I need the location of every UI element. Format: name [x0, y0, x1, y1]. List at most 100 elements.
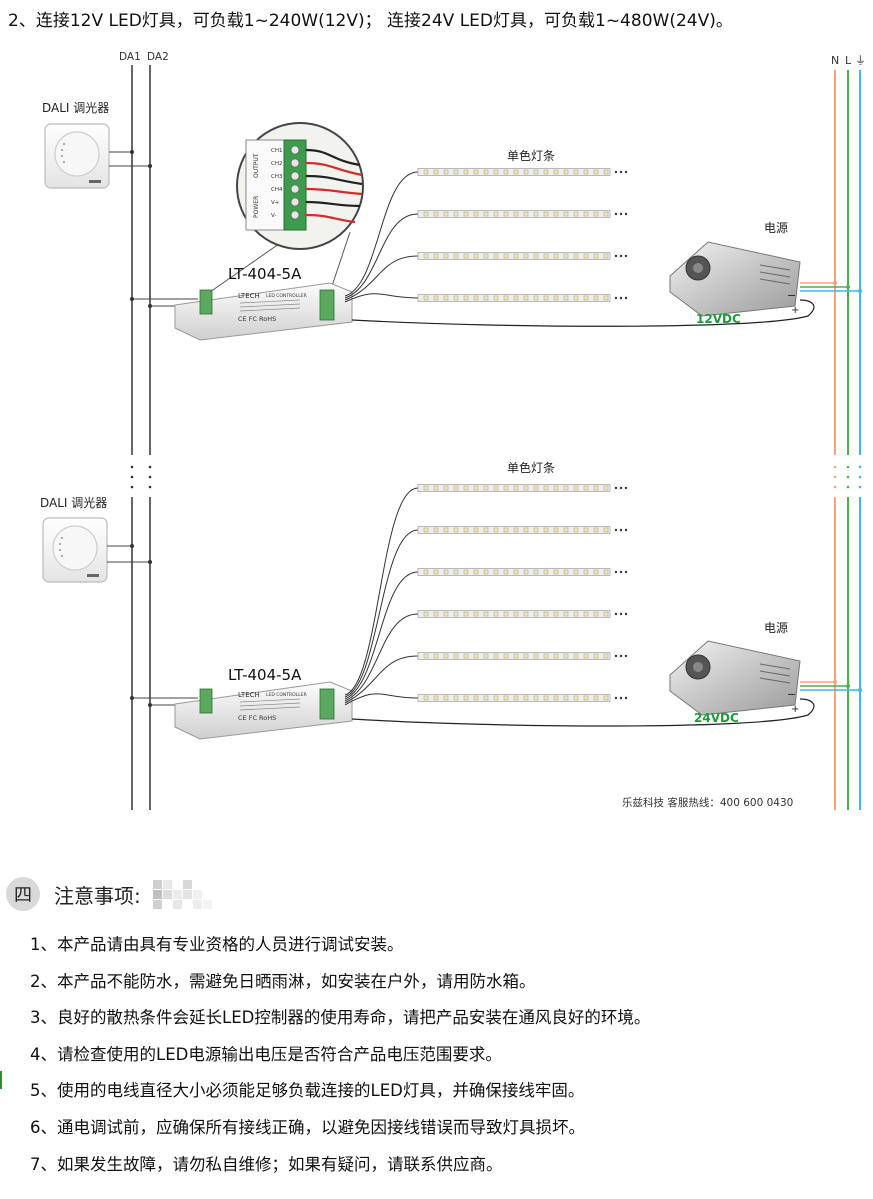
- dimmer-knob: [52, 525, 98, 571]
- led-chip: [583, 695, 589, 701]
- led-chip: [463, 653, 469, 659]
- strip-feed-wire: [344, 171, 419, 297]
- led-chip: [433, 295, 439, 301]
- led-chip: [433, 253, 439, 259]
- led-chip: [543, 527, 549, 533]
- led-chip: [533, 485, 539, 491]
- led-chip: [573, 485, 579, 491]
- led-chip: [493, 569, 499, 575]
- led-chip: [483, 169, 489, 175]
- led-chip: [503, 211, 509, 217]
- led-chip: [483, 569, 489, 575]
- led-chip: [423, 169, 429, 175]
- led-controller: LT-404-5A LTECH LED CONTROLLER CE FC RoH…: [130, 666, 353, 740]
- led-chip: [483, 527, 489, 533]
- led-chip: [603, 485, 609, 491]
- led-chip: [473, 611, 479, 617]
- controller-brand: LTECH: [238, 691, 260, 699]
- dimmer-label: DALI 调光器: [42, 101, 109, 115]
- power-supply: 电源 − + 12VDC: [351, 221, 862, 327]
- led-chip: [543, 295, 549, 301]
- continuation-dot: [624, 212, 628, 216]
- led-chip: [603, 253, 609, 259]
- led-chip: [473, 253, 479, 259]
- continuation-dot: [624, 486, 628, 490]
- led-chip: [533, 211, 539, 217]
- controller-model: LT-404-5A: [228, 265, 302, 283]
- led-chip: [593, 569, 599, 575]
- led-chip: [533, 169, 539, 175]
- led-chip: [453, 695, 459, 701]
- led-chip: [553, 253, 559, 259]
- continuation-dot: [619, 570, 623, 574]
- zoom-pin-label: CH1: [271, 148, 282, 154]
- led-chip: [563, 569, 569, 575]
- led-chip: [503, 485, 509, 491]
- led-chip: [533, 611, 539, 617]
- mains-break: [833, 465, 862, 489]
- led-chip: [423, 295, 429, 301]
- led-chip: [543, 211, 549, 217]
- continuation-dot: [614, 212, 618, 216]
- led-controller: LT-404-5A LTECH LED CONTROLLER CE FC RoH…: [130, 265, 353, 341]
- dali-dimmer: DALI 调光器: [42, 101, 152, 189]
- led-chip: [473, 485, 479, 491]
- led-chip: [573, 527, 579, 533]
- led-chip: [423, 695, 429, 701]
- zoom-pin-label: V-: [271, 213, 276, 219]
- led-chip: [443, 569, 449, 575]
- notice-item: 2、本产品不能防水，需避免日晒雨淋，如安装在户外，请用防水箱。: [30, 971, 536, 991]
- psu-minus: −: [787, 289, 796, 302]
- led-chip: [503, 653, 509, 659]
- strip-feed-wire: [344, 693, 419, 706]
- led-chip: [503, 169, 509, 175]
- continuation-dot: [614, 654, 618, 658]
- psu-label: 电源: [764, 621, 788, 635]
- continuation-dot: [614, 170, 618, 174]
- da-bus-break: [130, 465, 152, 489]
- continuation-dot: [614, 296, 618, 300]
- psu-plus: +: [791, 305, 799, 316]
- strip-feed-wire: [344, 655, 419, 704]
- led-chip: [523, 653, 529, 659]
- led-chip: [533, 695, 539, 701]
- zoom-pin-label: V+: [271, 200, 280, 206]
- led-chip: [513, 295, 519, 301]
- led-chip: [553, 211, 559, 217]
- led-chip: [433, 485, 439, 491]
- led-chip: [523, 527, 529, 533]
- led-chip: [483, 695, 489, 701]
- continuation-dot: [614, 528, 618, 532]
- led-chip: [583, 211, 589, 217]
- led-chip: [603, 653, 609, 659]
- da2-label: DA2: [147, 51, 169, 63]
- led-chip: [513, 527, 519, 533]
- dali-bus: DA1 DA2: [119, 51, 169, 810]
- diagram-heading: 2、连接12V LED灯具，可负载1~240W(12V)； 连接24V LED灯…: [8, 11, 733, 31]
- led-chip: [503, 295, 509, 301]
- zoom-pin-label: CH2: [271, 161, 282, 167]
- led-chip: [473, 569, 479, 575]
- led-chip: [583, 253, 589, 259]
- led-chip: [493, 695, 499, 701]
- led-chip: [453, 253, 459, 259]
- led-chip: [433, 527, 439, 533]
- led-chip: [553, 569, 559, 575]
- led-chip: [553, 169, 559, 175]
- led-chip: [543, 485, 549, 491]
- led-chip: [513, 569, 519, 575]
- led-chip: [603, 695, 609, 701]
- led-chip: [593, 695, 599, 701]
- zoom-pin-label: CH4: [271, 187, 283, 193]
- led-chip: [543, 253, 549, 259]
- led-chip: [583, 569, 589, 575]
- strip-feed-wire: [344, 213, 419, 299]
- led-chip: [453, 611, 459, 617]
- led-chip: [473, 211, 479, 217]
- earth-icon: ⏚: [855, 54, 866, 67]
- continuation-dot: [619, 528, 623, 532]
- led-chip: [553, 295, 559, 301]
- continuation-dot: [624, 654, 628, 658]
- led-chip: [523, 485, 529, 491]
- led-chip: [443, 295, 449, 301]
